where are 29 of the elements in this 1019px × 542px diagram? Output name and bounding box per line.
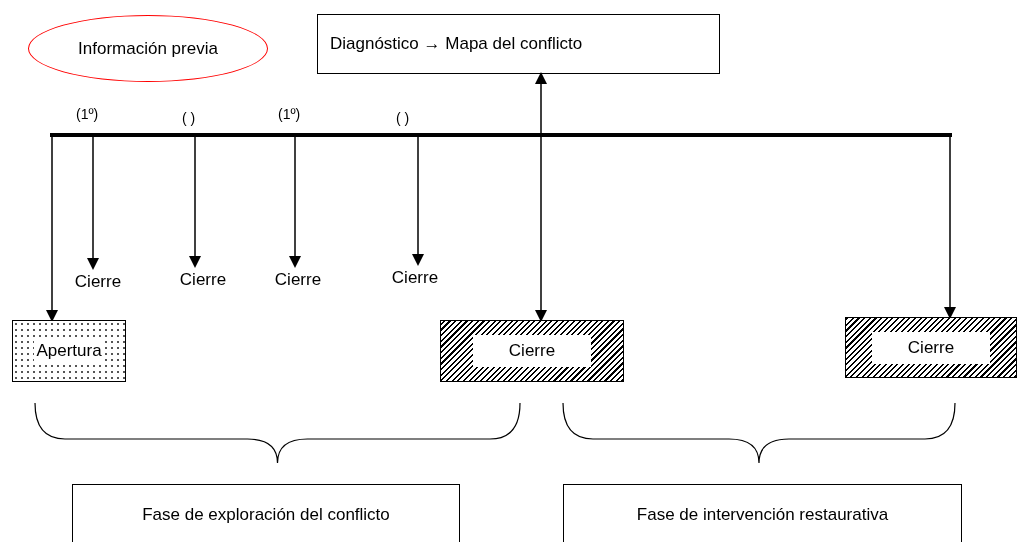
- process-box: [317, 14, 720, 74]
- arrow: [412, 136, 424, 266]
- dotted-box: [12, 320, 126, 382]
- timeline-bar: [50, 133, 952, 137]
- hatched-box: [440, 320, 624, 382]
- marker-label: ( ): [182, 110, 196, 126]
- hatched-box: [845, 317, 1017, 378]
- arrow: [189, 136, 201, 268]
- arrow: [46, 136, 58, 322]
- arrow: [535, 72, 547, 322]
- arrow: [944, 136, 956, 319]
- node-text: Fase de exploración del conflicto: [142, 505, 390, 525]
- node-text: Cierre: [472, 335, 592, 367]
- node-text: Información previa: [78, 38, 218, 59]
- marker-label: (1º): [76, 106, 99, 122]
- arrow: [87, 136, 99, 270]
- step-label: Cierre: [274, 270, 322, 290]
- step-label: Cierre: [179, 270, 227, 290]
- arrow: [289, 136, 301, 268]
- step-label: Cierre: [391, 268, 439, 288]
- node-text: Apertura: [34, 341, 104, 361]
- process-box: [563, 484, 962, 542]
- step-label: Cierre: [74, 272, 122, 292]
- process-box: [72, 484, 460, 542]
- node-text: Fase de intervención restaurativa: [636, 505, 889, 525]
- marker-label: ( ): [396, 110, 410, 126]
- node-text: Diagnóstico → Mapa del conflicto: [330, 34, 583, 54]
- marker-label: (1º): [278, 106, 301, 122]
- node-text: Cierre: [871, 331, 991, 364]
